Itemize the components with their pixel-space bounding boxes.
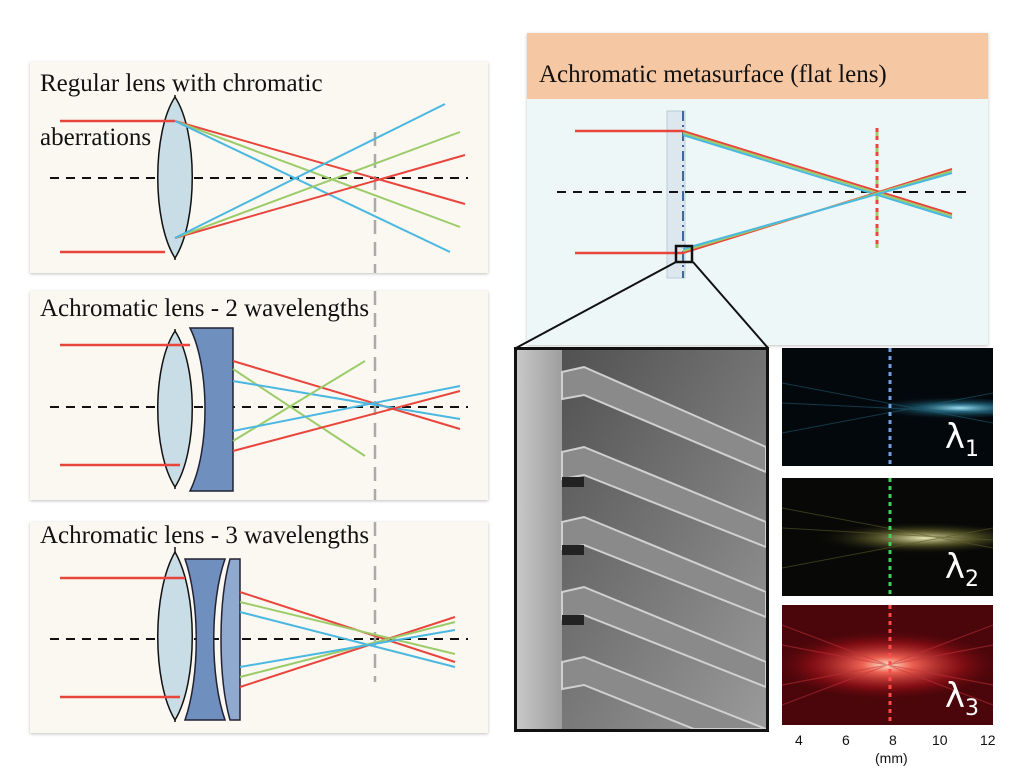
metasurface-title: Achromatic metasurface (flat lens) [539,61,887,88]
regular-lens-diagram [50,95,468,273]
regular-lens-panel: Regular lens with chromatic aberrations [30,62,488,273]
metasurface-panel: Achromatic metasurface (flat lens) [527,33,988,345]
lambda-3-label: λ3 [944,676,979,721]
achromatic-2-diagram [50,291,468,500]
convex-lens [157,329,193,489]
regular-lens-title-line2: aberrations [40,124,152,151]
achromatic-3-title: Achromatic lens - 3 wavelengths [40,522,370,549]
achromatic-3-panel: Achromatic lens - 3 wavelengths [30,522,488,733]
sem-image-panel [514,347,769,732]
achromatic-2-panel: Achromatic lens - 2 wavelengths [30,291,488,500]
sem-nanostructure-image [514,347,769,732]
lambda-2-label: λ2 [944,547,979,592]
x-tick-8: 8 [889,732,897,748]
x-axis-unit: (mm) [875,750,908,766]
metasurface-title-bar: Achromatic metasurface (flat lens) [527,33,988,99]
x-tick-6: 6 [842,732,850,748]
concave-plate [188,327,234,492]
thin-lens-element [220,558,241,721]
convex-lens [157,95,193,260]
focus-map-lambda-2: λ2 [782,478,993,596]
x-tick-12: 12 [980,732,996,748]
regular-lens-title-line1: Regular lens with chromatic [40,70,323,97]
concave-plate [183,558,227,721]
x-tick-4: 4 [795,732,803,748]
focus-map-lambda-3: λ3 [782,605,993,725]
lambda-1-label: λ1 [944,417,979,462]
zoom-box [674,244,694,264]
convex-lens [157,550,193,722]
achromatic-2-title: Achromatic lens - 2 wavelengths [40,295,370,322]
focus-map-lambda-1: λ1 [782,348,993,466]
achromatic-3-diagram [50,522,468,722]
x-tick-10: 10 [932,732,948,748]
metasurface-diagram [557,110,967,279]
